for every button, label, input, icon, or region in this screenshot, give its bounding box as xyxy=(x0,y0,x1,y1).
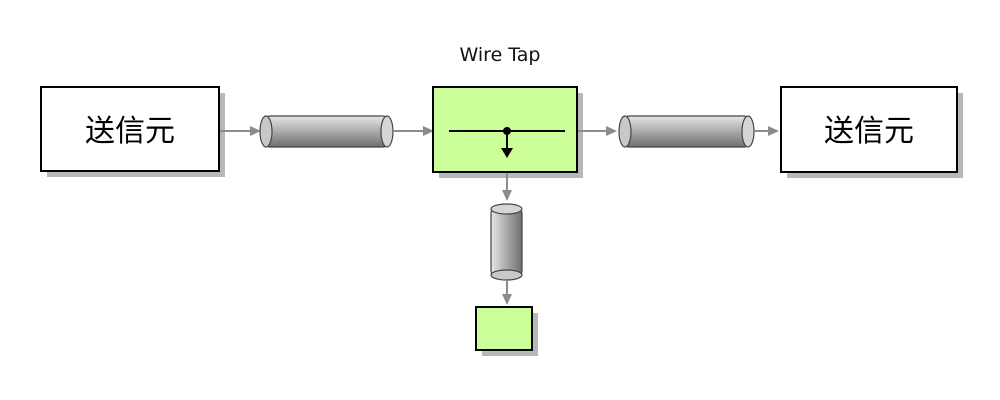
sender-left-label: 送信元 xyxy=(85,114,175,149)
wire-tap-title: Wire Tap xyxy=(460,44,541,66)
channel-pipe-down xyxy=(490,203,523,281)
wire-tap-icon xyxy=(449,127,565,158)
sender-right-label: 送信元 xyxy=(824,114,914,149)
arrow-pipe-to-right-box xyxy=(754,126,779,136)
wire-tap-box xyxy=(432,86,583,178)
arrow-tap-to-down-pipe xyxy=(502,173,512,201)
channel-pipe-right xyxy=(618,115,755,148)
tap-target-box xyxy=(475,306,538,356)
channel-pipe-left xyxy=(259,115,394,148)
arrow-pipe-to-tap xyxy=(393,126,434,136)
arrow-tap-to-pipe xyxy=(578,126,617,136)
sender-left-box: 送信元 xyxy=(40,86,225,177)
arrow-pipe-to-tap-target xyxy=(502,281,512,305)
sender-right-box: 送信元 xyxy=(780,86,963,178)
arrow-left-to-pipe xyxy=(220,126,261,136)
